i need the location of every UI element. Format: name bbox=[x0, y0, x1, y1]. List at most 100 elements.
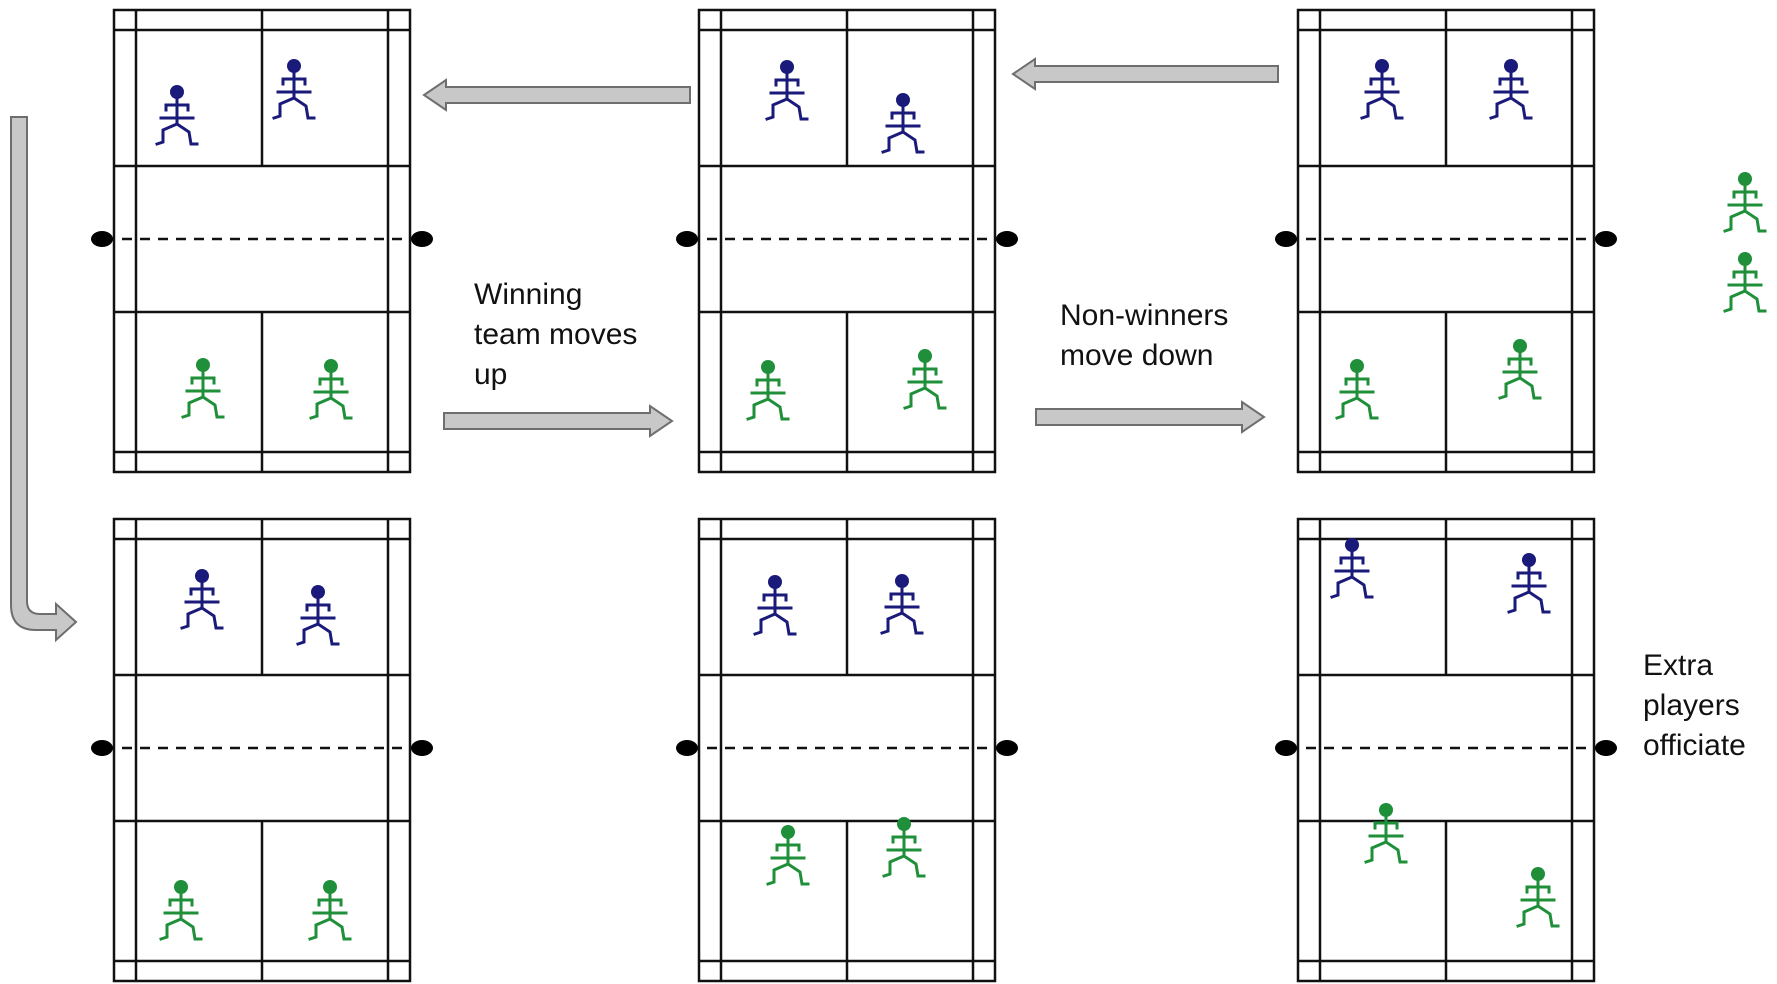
player-green bbox=[1516, 867, 1560, 928]
player-green bbox=[309, 359, 353, 420]
player-head bbox=[1738, 252, 1752, 266]
winning-team-label: Winning team moves up bbox=[474, 278, 638, 391]
player-body bbox=[1489, 70, 1533, 120]
player-green bbox=[1723, 172, 1767, 233]
player-body bbox=[1364, 814, 1408, 864]
player-body bbox=[766, 836, 810, 886]
player-blue bbox=[1330, 538, 1374, 599]
player-head bbox=[1513, 339, 1527, 353]
player-body bbox=[180, 580, 224, 630]
player-body bbox=[181, 369, 225, 419]
player-head bbox=[1522, 553, 1536, 567]
player-blue bbox=[880, 574, 924, 635]
player-green bbox=[882, 817, 926, 878]
extra-players-label: Extra players officiate bbox=[1643, 649, 1746, 762]
player-head bbox=[761, 360, 775, 374]
player-head bbox=[287, 59, 301, 73]
player-head bbox=[918, 349, 932, 363]
player-head bbox=[896, 93, 910, 107]
player-green bbox=[159, 880, 203, 941]
net-post bbox=[411, 740, 433, 756]
court-3 bbox=[1275, 8, 1617, 474]
net-post bbox=[996, 740, 1018, 756]
player-body bbox=[903, 360, 947, 410]
player-body bbox=[881, 104, 925, 154]
court-4 bbox=[91, 517, 433, 983]
player-blue bbox=[881, 93, 925, 154]
player-head bbox=[174, 880, 188, 894]
player-blue bbox=[296, 585, 340, 646]
player-green bbox=[1364, 803, 1408, 864]
player-body bbox=[882, 828, 926, 878]
net-post bbox=[1595, 231, 1617, 247]
player-head bbox=[170, 85, 184, 99]
player-green bbox=[1498, 339, 1542, 400]
player-green bbox=[181, 358, 225, 419]
player-body bbox=[1723, 183, 1767, 233]
player-blue bbox=[765, 60, 809, 121]
court-6 bbox=[1275, 517, 1617, 983]
player-body bbox=[296, 596, 340, 646]
player-body bbox=[880, 585, 924, 635]
player-blue bbox=[1507, 553, 1551, 614]
player-head bbox=[1504, 59, 1518, 73]
player-body bbox=[1516, 878, 1560, 928]
arrow-winning-team-up bbox=[443, 404, 674, 438]
arrow-right-to-middle-court bbox=[1011, 57, 1279, 91]
player-head bbox=[1738, 172, 1752, 186]
net-post bbox=[996, 231, 1018, 247]
player-body bbox=[159, 891, 203, 941]
player-body bbox=[1498, 350, 1542, 400]
net-post bbox=[1275, 231, 1297, 247]
net-post bbox=[1275, 740, 1297, 756]
player-blue bbox=[1489, 59, 1533, 120]
net-post bbox=[411, 231, 433, 247]
player-green bbox=[903, 349, 947, 410]
player-head bbox=[1379, 803, 1393, 817]
player-head bbox=[1350, 359, 1364, 373]
court-1 bbox=[91, 8, 433, 474]
player-head bbox=[324, 359, 338, 373]
net-post bbox=[91, 231, 113, 247]
player-body bbox=[309, 370, 353, 420]
player-head bbox=[311, 585, 325, 599]
player-head bbox=[781, 825, 795, 839]
net-post bbox=[91, 740, 113, 756]
player-blue bbox=[1360, 59, 1404, 120]
net-post bbox=[1595, 740, 1617, 756]
arrow-non-winners-down bbox=[1035, 400, 1266, 434]
player-green bbox=[746, 360, 790, 421]
player-green bbox=[1723, 252, 1767, 313]
player-head bbox=[1531, 867, 1545, 881]
player-head bbox=[323, 880, 337, 894]
player-body bbox=[1723, 263, 1767, 313]
player-green bbox=[308, 880, 352, 941]
player-body bbox=[1335, 370, 1379, 420]
non-winners-label: Non-winners move down bbox=[1060, 299, 1229, 372]
net-post bbox=[676, 740, 698, 756]
player-head bbox=[1345, 538, 1359, 552]
player-head bbox=[768, 575, 782, 589]
player-body bbox=[1330, 549, 1374, 599]
player-blue bbox=[753, 575, 797, 636]
player-blue bbox=[180, 569, 224, 630]
player-body bbox=[746, 371, 790, 421]
player-green bbox=[766, 825, 810, 886]
player-body bbox=[1360, 70, 1404, 120]
net-post bbox=[676, 231, 698, 247]
player-green bbox=[1335, 359, 1379, 420]
player-head bbox=[897, 817, 911, 831]
player-body bbox=[1507, 564, 1551, 614]
player-head bbox=[895, 574, 909, 588]
court-2 bbox=[676, 8, 1018, 474]
player-body bbox=[155, 96, 199, 146]
player-blue bbox=[272, 59, 316, 120]
arrow-middle-to-left-court bbox=[422, 78, 691, 112]
player-head bbox=[195, 569, 209, 583]
player-body bbox=[753, 586, 797, 636]
player-body bbox=[765, 71, 809, 121]
player-blue bbox=[155, 85, 199, 146]
player-body bbox=[308, 891, 352, 941]
court-5 bbox=[676, 517, 1018, 983]
